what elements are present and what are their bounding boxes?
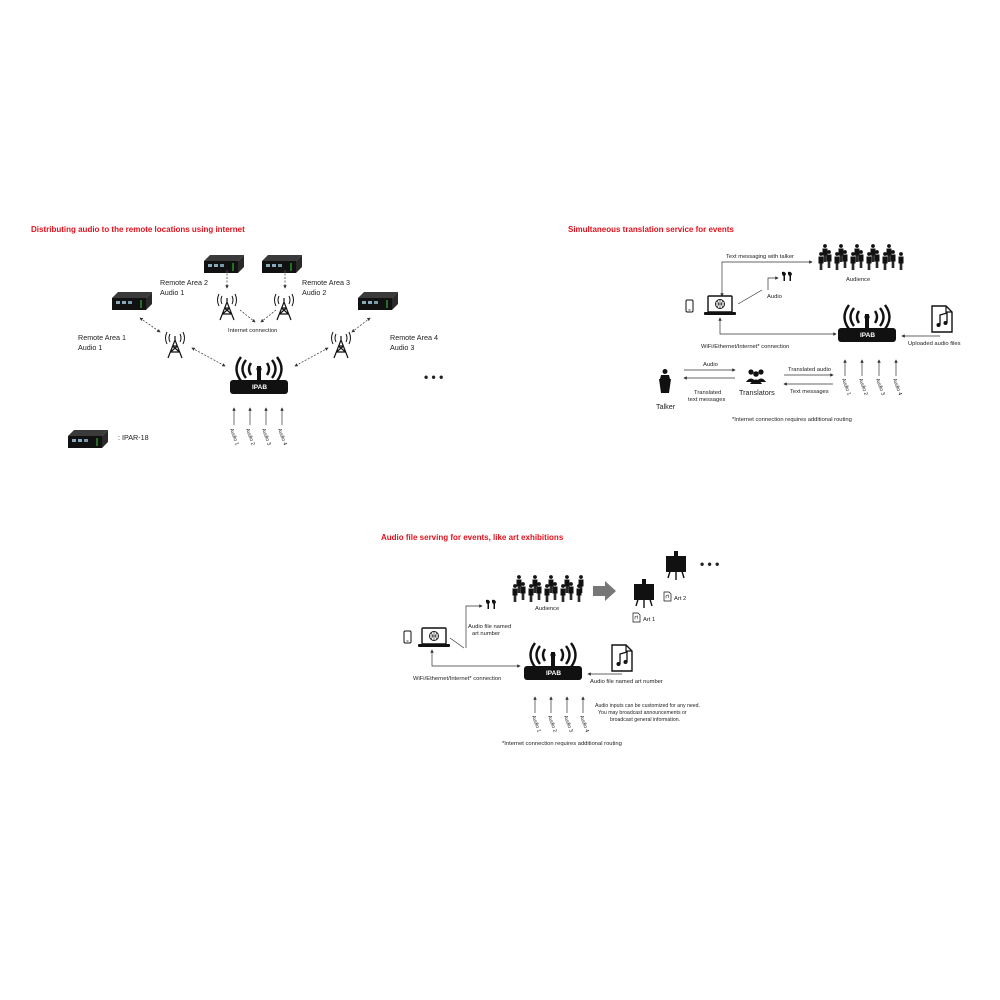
remote-area-2-label: Remote Area 2 bbox=[160, 278, 208, 287]
audio-file-label-2: art number bbox=[472, 631, 500, 637]
laptop-icon bbox=[417, 627, 451, 648]
note-line-2: You may broadcast announcements or bbox=[598, 710, 687, 716]
remote-area-1-label: Remote Area 1 bbox=[78, 333, 126, 342]
text-messaging-label: Text messaging with talker bbox=[726, 254, 794, 260]
ipar-device-area4 bbox=[357, 291, 399, 311]
text-messages-label: Text messages bbox=[790, 389, 829, 395]
audience-label: Audience bbox=[535, 606, 559, 612]
audio-file-icon bbox=[611, 644, 633, 672]
audio-input-1: Audio 1 bbox=[530, 715, 542, 734]
easel-art2-icon bbox=[665, 550, 687, 581]
easel-art1-icon bbox=[633, 578, 655, 609]
ipab-label: IPAB bbox=[546, 670, 561, 677]
ipab-label: IPAB bbox=[252, 384, 267, 391]
ipab-label: IPAB bbox=[860, 332, 875, 339]
arrow-right-icon bbox=[593, 581, 616, 601]
art-2-label: Art 2 bbox=[674, 596, 686, 602]
remote-area-2-audio: Audio 1 bbox=[160, 288, 184, 297]
more-areas-ellipsis: • • • bbox=[424, 370, 443, 384]
audio-input-1: Audio 1 bbox=[840, 378, 852, 397]
translators-icon bbox=[746, 369, 766, 384]
antenna-tower-icon bbox=[330, 331, 352, 359]
section2-title: Simultaneous translation service for eve… bbox=[568, 225, 734, 234]
ipar-legend-label: : IPAR-18 bbox=[118, 433, 149, 442]
translated-text-label-1: Translated bbox=[694, 390, 721, 396]
translated-audio-label: Translated audio bbox=[788, 367, 831, 373]
audio-input-4: Audio 4 bbox=[578, 715, 590, 734]
footnote: *Internet connection requires additional… bbox=[502, 741, 622, 747]
audio-input-4: Audio 4 bbox=[891, 378, 903, 397]
antenna-tower-icon bbox=[273, 293, 295, 321]
phone-icon bbox=[403, 630, 412, 644]
remote-area-3-audio: Audio 2 bbox=[302, 288, 326, 297]
phone-icon bbox=[685, 299, 694, 313]
audio-input-3: Audio 3 bbox=[260, 428, 272, 447]
art-1-label: Art 1 bbox=[643, 617, 655, 623]
footnote: *Internet connection requires additional… bbox=[732, 417, 852, 423]
talker-label: Talker bbox=[656, 402, 676, 411]
connection-label: WiFi/Ethernet/Internet* connection bbox=[413, 676, 501, 682]
uploaded-files-label: Uploaded audio files bbox=[908, 341, 961, 347]
more-art-ellipsis: • • • bbox=[700, 557, 719, 571]
audio-input-3: Audio 3 bbox=[562, 715, 574, 734]
internet-connection-label: Internet connection bbox=[228, 328, 277, 334]
audio-doc-icon bbox=[663, 591, 672, 602]
section1-title: Distributing audio to the remote locatio… bbox=[31, 225, 245, 234]
laptop-icon bbox=[703, 295, 737, 316]
audience-group-icon bbox=[512, 575, 584, 602]
audio-file-icon bbox=[931, 305, 953, 333]
audio-doc-icon bbox=[632, 612, 641, 623]
section-audio-file-serving: Audio file serving for events, like art … bbox=[381, 533, 719, 747]
ipar-device-area2 bbox=[203, 254, 245, 274]
antenna-tower-icon bbox=[164, 331, 186, 359]
section-translation-service: Simultaneous translation service for eve… bbox=[568, 225, 961, 423]
talker-podium-icon bbox=[659, 369, 671, 393]
remote-area-3-label: Remote Area 3 bbox=[302, 278, 350, 287]
audience-label: Audience bbox=[846, 277, 870, 283]
audio-input-4: Audio 4 bbox=[276, 428, 288, 447]
audience-group-icon bbox=[818, 244, 904, 270]
earbuds-icon bbox=[485, 599, 496, 609]
audio-file-label-1: Audio file named bbox=[468, 624, 511, 630]
remote-area-4-label: Remote Area 4 bbox=[390, 333, 438, 342]
note-line-1: Audio inputs can be customized for any n… bbox=[595, 703, 700, 709]
section-remote-distribution: Distributing audio to the remote locatio… bbox=[31, 225, 443, 449]
ipar-device-area1 bbox=[111, 291, 153, 311]
remote-area-4-audio: Audio 3 bbox=[390, 343, 414, 352]
audio-input-2: Audio 2 bbox=[546, 715, 558, 734]
audio-file-named-label: Audio file named art number bbox=[590, 679, 663, 685]
audio-to-translators-label: Audio bbox=[703, 362, 718, 368]
audio-label: Audio bbox=[767, 294, 782, 300]
audio-input-2: Audio 2 bbox=[857, 378, 869, 397]
translators-label: Translators bbox=[739, 388, 775, 397]
ipar-legend-icon bbox=[67, 429, 109, 449]
ipar-device-area3 bbox=[261, 254, 303, 274]
audio-input-3: Audio 3 bbox=[874, 378, 886, 397]
note-line-3: broadcast general information. bbox=[610, 717, 680, 723]
earbuds-icon bbox=[781, 271, 792, 281]
connection-label: WiFi/Ethernet/Internet* connection bbox=[701, 344, 789, 350]
audio-input-2: Audio 2 bbox=[244, 428, 256, 447]
section3-title: Audio file serving for events, like art … bbox=[381, 533, 564, 542]
antenna-tower-icon bbox=[216, 293, 238, 321]
translated-text-label-2: text messages bbox=[688, 397, 725, 403]
audio-input-1: Audio 1 bbox=[228, 428, 240, 447]
remote-area-1-audio: Audio 1 bbox=[78, 343, 102, 352]
